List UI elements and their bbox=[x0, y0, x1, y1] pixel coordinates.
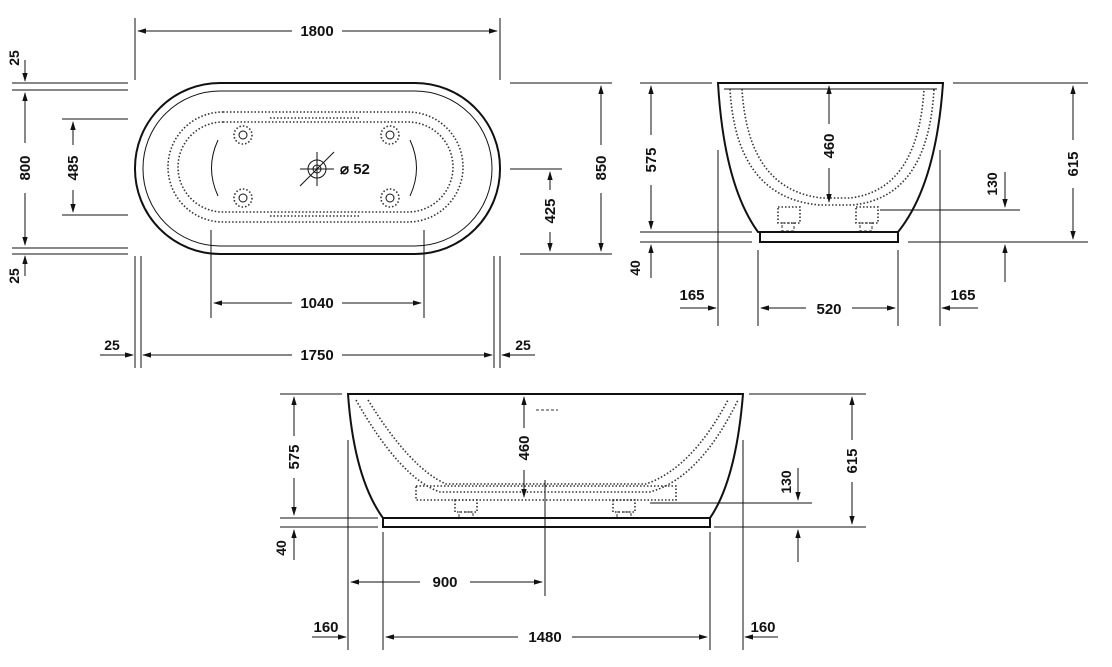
jet-icon bbox=[233, 188, 253, 208]
dimension-1800: 1800 bbox=[300, 23, 333, 40]
jet-icon bbox=[380, 125, 400, 145]
jet-icon bbox=[380, 188, 400, 208]
side-view: 460 575 40 615 130 165 520 165 bbox=[627, 82, 1088, 326]
front-dimension-40: 40 bbox=[273, 540, 289, 556]
side-dimension-520: 520 bbox=[816, 301, 841, 318]
side-dimension-460: 460 bbox=[821, 133, 838, 158]
side-dimension-left-165: 165 bbox=[679, 287, 704, 304]
dimension-bottom-25: 25 bbox=[6, 268, 22, 284]
front-dimension-575: 575 bbox=[286, 444, 303, 469]
front-dimension-615: 615 bbox=[844, 448, 861, 473]
jet-icon bbox=[233, 125, 253, 145]
basin-inner-dotted bbox=[177, 121, 454, 213]
dimension-right-25: 25 bbox=[515, 337, 531, 353]
side-dimension-40: 40 bbox=[627, 260, 643, 276]
drain-icon bbox=[299, 151, 335, 187]
side-basin-dotted bbox=[729, 88, 935, 206]
side-dimension-615: 615 bbox=[1065, 151, 1082, 176]
drain-diameter-label: ⌀ 52 bbox=[340, 161, 370, 178]
dimension-425: 425 bbox=[542, 198, 559, 223]
dimension-485: 485 bbox=[65, 155, 82, 180]
side-dimension-right-165: 165 bbox=[950, 287, 975, 304]
tub-outer-outline bbox=[134, 82, 501, 255]
side-dimension-575: 575 bbox=[643, 147, 660, 172]
front-view: 460 575 40 615 130 900 160 bbox=[273, 393, 866, 650]
dimension-1750: 1750 bbox=[300, 347, 333, 364]
front-dimension-right-160: 160 bbox=[750, 619, 775, 636]
dimension-left-25: 25 bbox=[104, 337, 120, 353]
front-dimension-1480: 1480 bbox=[528, 629, 561, 646]
dimension-850: 850 bbox=[593, 155, 610, 180]
top-view: ⌀ 52 1800 25 800 25 485 425 bbox=[6, 18, 612, 368]
front-basin-dotted bbox=[355, 399, 739, 493]
dimension-1040: 1040 bbox=[300, 295, 333, 312]
side-dimension-130: 130 bbox=[984, 172, 1000, 196]
front-dimension-left-160: 160 bbox=[313, 619, 338, 636]
front-base-plinth bbox=[382, 517, 711, 528]
front-dimension-900: 900 bbox=[432, 574, 457, 591]
dimension-800: 800 bbox=[17, 155, 34, 180]
basin-outline-dotted bbox=[167, 111, 464, 223]
front-dimension-130: 130 bbox=[778, 470, 794, 494]
front-dimension-460: 460 bbox=[516, 435, 533, 460]
side-base-plinth bbox=[759, 231, 899, 243]
dimension-top-25: 25 bbox=[6, 50, 22, 66]
